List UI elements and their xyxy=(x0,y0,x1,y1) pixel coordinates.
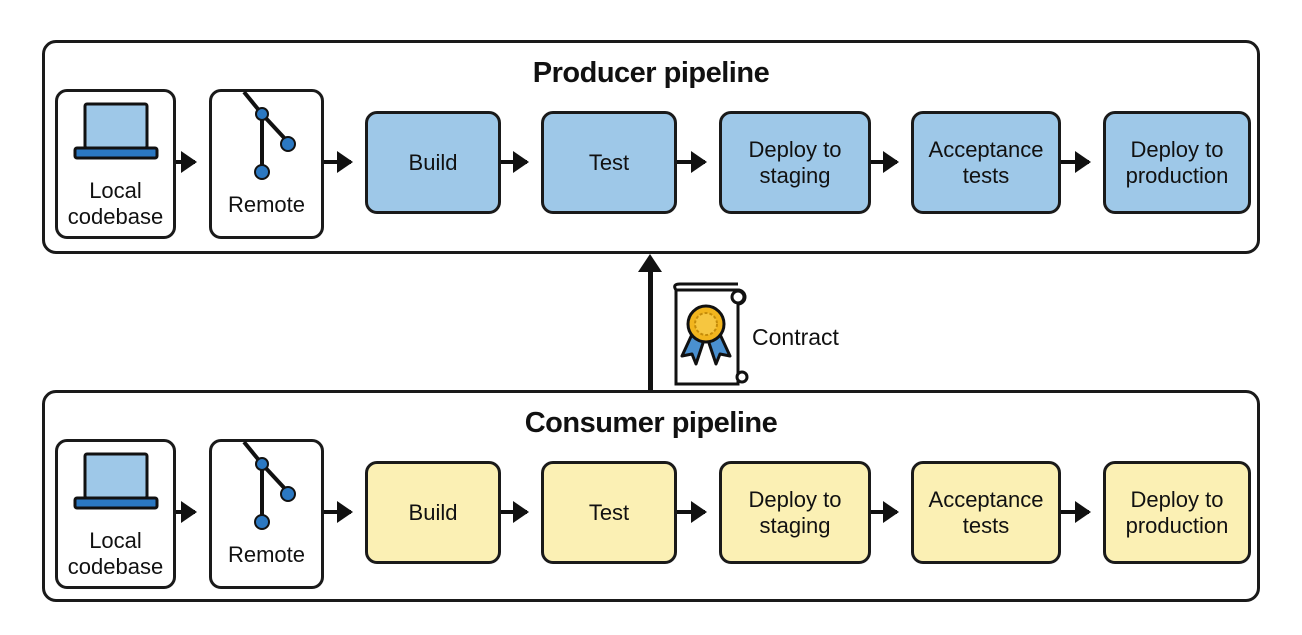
stage-box-4: Acceptance tests xyxy=(911,461,1061,564)
remote-box: Remote xyxy=(209,439,324,589)
stage-label: Deploy to production xyxy=(1125,136,1229,188)
local-codebase-box: Local codebase xyxy=(55,89,176,239)
consumer-pipeline-title: Consumer pipeline xyxy=(524,407,778,439)
flow-arrow xyxy=(1061,501,1091,523)
flow-arrow xyxy=(871,501,899,523)
stage-label: Deploy to production xyxy=(1125,486,1229,538)
local-codebase-label: Local codebase xyxy=(67,528,164,579)
stage-box-1: Build xyxy=(365,111,501,214)
flow-arrow xyxy=(501,151,529,173)
flow-arrow xyxy=(324,501,353,523)
certificate-icon xyxy=(673,282,749,386)
remote-label: Remote xyxy=(227,542,306,567)
contract-label: Contract xyxy=(752,324,839,350)
laptop-icon xyxy=(73,450,159,526)
stage-label: Build xyxy=(408,149,458,175)
stage-box-5: Deploy to production xyxy=(1103,111,1251,214)
flow-arrow xyxy=(176,151,197,173)
stage-box-2: Test xyxy=(541,461,677,564)
remote-label: Remote xyxy=(227,192,306,217)
stage-label: Deploy to staging xyxy=(748,486,842,538)
stage-label: Test xyxy=(588,149,630,175)
flow-arrow xyxy=(501,501,529,523)
stage-box-1: Build xyxy=(365,461,501,564)
stage-box-3: Deploy to staging xyxy=(719,461,871,564)
remote-box: Remote xyxy=(209,89,324,239)
git-branch-icon xyxy=(232,86,302,188)
flow-arrow xyxy=(1061,151,1091,173)
git-branch-icon xyxy=(232,436,302,538)
local-codebase-box: Local codebase xyxy=(55,439,176,589)
stage-label: Acceptance tests xyxy=(928,486,1044,538)
producer-pipeline-title: Producer pipeline xyxy=(532,57,770,89)
stage-label: Build xyxy=(408,499,458,525)
producer-pipeline: Producer pipeline Local codebase Remote B… xyxy=(42,40,1260,254)
contract-arrow xyxy=(638,254,662,390)
stage-box-5: Deploy to production xyxy=(1103,461,1251,564)
flow-arrow xyxy=(677,501,707,523)
consumer-pipeline: Consumer pipeline Local codebase Remote B… xyxy=(42,390,1260,602)
laptop-icon xyxy=(73,100,159,176)
stage-label: Test xyxy=(588,499,630,525)
stage-label: Acceptance tests xyxy=(928,136,1044,188)
flow-arrow xyxy=(677,151,707,173)
flow-arrow xyxy=(176,501,197,523)
flow-arrow xyxy=(871,151,899,173)
stage-box-4: Acceptance tests xyxy=(911,111,1061,214)
flow-arrow xyxy=(324,151,353,173)
stage-label: Deploy to staging xyxy=(748,136,842,188)
local-codebase-label: Local codebase xyxy=(67,178,164,229)
stage-box-3: Deploy to staging xyxy=(719,111,871,214)
stage-box-2: Test xyxy=(541,111,677,214)
